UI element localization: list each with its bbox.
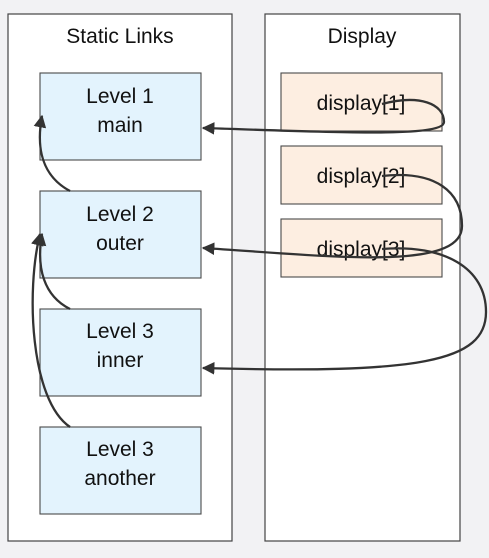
display-arrow-1-to-level1 (201, 98, 446, 135)
level-box-1: Level 1 main (39, 72, 202, 161)
level-box-1-line1: Level 1 (86, 85, 154, 108)
display-entry-2: display[2] (280, 145, 443, 205)
display-entry-1: display[1] (280, 72, 443, 132)
display-entry-3-label: display[3] (317, 238, 406, 261)
level-box-3: Level 3 inner (39, 308, 202, 397)
static-link-arrow-level3-another-to-level2 (31, 232, 71, 428)
display-arrow-2-to-level2 (201, 173, 464, 259)
display-entry-1-label: display[1] (317, 92, 406, 115)
level-box-2-line2: outer (96, 232, 144, 255)
display-entry-2-label: display[2] (317, 165, 406, 188)
level-box-2: Level 2 outer (39, 190, 202, 279)
display-entry-3: display[3] (280, 218, 443, 278)
level-box-2-line1: Level 2 (86, 203, 154, 226)
level-box-4-line1: Level 3 (86, 438, 154, 461)
level-box-1-line2: main (97, 114, 143, 137)
level-box-3-line2: inner (97, 349, 144, 372)
display-title: Display (328, 25, 397, 48)
level-box-4-line2: another (84, 467, 155, 490)
level-box-4: Level 3 another (39, 426, 202, 515)
display-arrow-3-to-level3-inner (201, 247, 488, 375)
static-links-title: Static Links (66, 25, 173, 48)
level-box-3-line1: Level 3 (86, 320, 154, 343)
static-link-arrow-level2-to-level1 (33, 114, 71, 193)
